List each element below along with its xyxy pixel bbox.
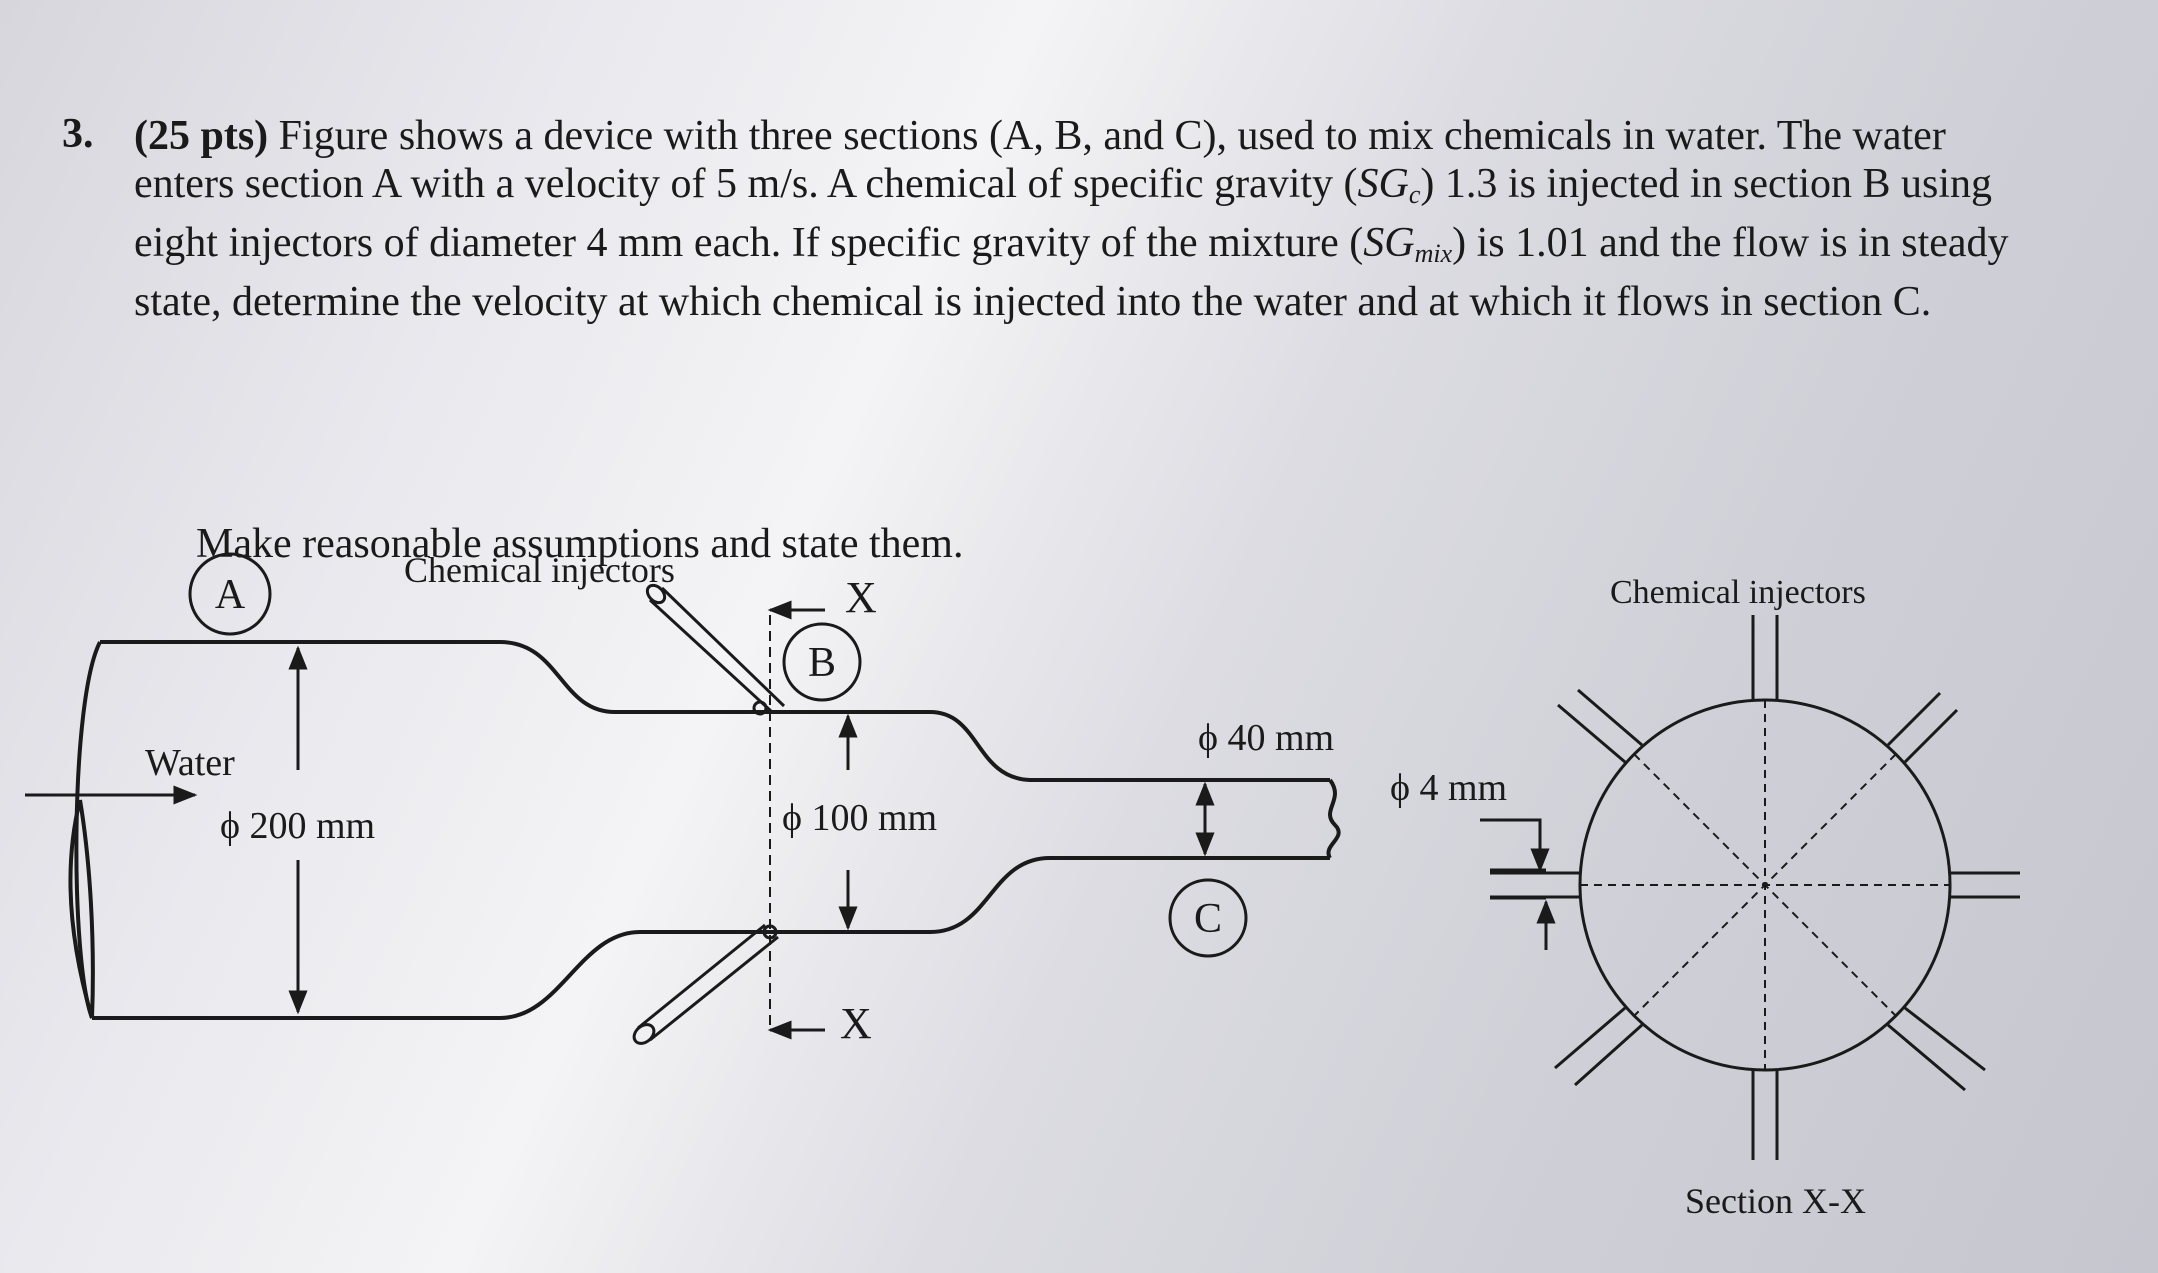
water-label: Water [145, 742, 235, 784]
sgmix-symbol: SG [1363, 220, 1415, 266]
center-lines [1580, 700, 1950, 1070]
injector-bottom [1751, 1070, 1779, 1160]
sgmix-subscript: mix [1414, 239, 1453, 268]
pipe-outline [68, 640, 1341, 1020]
sgc-subscript: c [1408, 180, 1421, 209]
problem-statement: (25 pts) Figure shows a device with thre… [134, 112, 2044, 326]
section-title: Section X-X [1685, 1181, 1866, 1221]
injector-right [1950, 871, 2020, 899]
injector-left [1490, 871, 1580, 899]
diameter-c-label: ϕ 40 mm [1198, 717, 1334, 759]
dimension-lines [25, 645, 1556, 1015]
injectors-label: Chemical injectors [404, 550, 675, 590]
inlet-ellipse [68, 799, 95, 1019]
injector-diameter-label: ϕ 4 mm [1390, 767, 1507, 809]
section-c-circle [1168, 878, 1248, 958]
section-a-circle [188, 552, 272, 636]
cut-label-bottom: X [840, 999, 872, 1048]
cut-label-top: X [845, 573, 877, 622]
cut-line [767, 600, 825, 1040]
assumptions-line: Make reasonable assumptions and state th… [196, 521, 964, 567]
section-a-label: A [215, 572, 246, 618]
injector-nw [1557, 688, 1643, 764]
section-c-label: C [1194, 896, 1222, 942]
section-injectors-label: Chemical injectors [1610, 574, 1866, 611]
problem-points: (25 pts) [134, 113, 269, 159]
problem-text-1: Figure shows a device with three section… [134, 113, 1946, 207]
problem-number: 3. [62, 111, 94, 157]
section-b-label: B [808, 640, 836, 686]
injector-ne [1886, 691, 1959, 764]
sgc-symbol: SG [1357, 161, 1409, 207]
problem-text-3: ) is 1.01 and the flow is in steady stat… [134, 220, 2009, 325]
problem-text-2: ) 1.3 is injected in section B using eig… [134, 161, 1993, 266]
pipe-break [1326, 778, 1341, 860]
diameter-a-label: ϕ 200 mm [220, 805, 375, 847]
section-b-circle [782, 622, 862, 702]
injector-top [1751, 615, 1779, 700]
side-injectors [632, 583, 786, 1045]
injector-sw [1554, 1006, 1644, 1087]
section-xx-view [1490, 615, 2020, 1160]
section-markers [188, 552, 1248, 958]
injector-se [1887, 1006, 1986, 1092]
figure-labels: A B C Chemical injectors Water ϕ 200 mm … [145, 550, 1866, 1221]
diameter-b-label: ϕ 100 mm [782, 797, 937, 839]
